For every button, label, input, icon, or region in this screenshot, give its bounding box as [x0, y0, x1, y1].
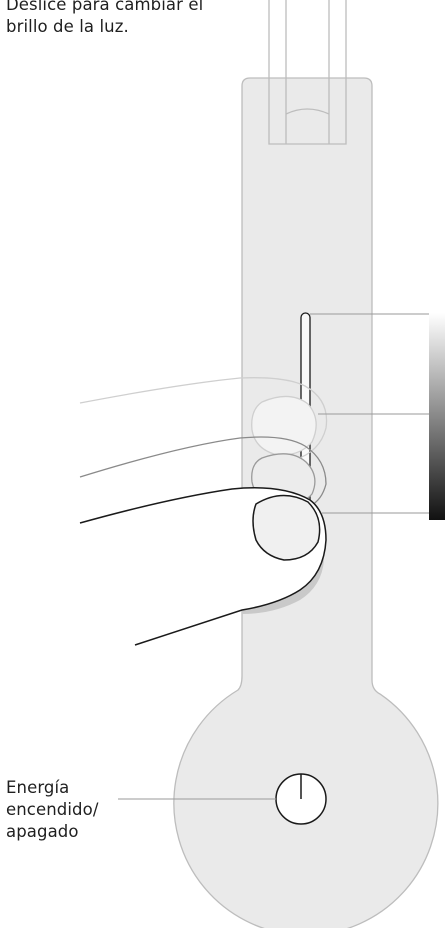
finger-icon: [79, 487, 327, 646]
slide-instruction-label: Deslice para cambiar el brillo de la luz…: [6, 0, 204, 36]
lamp-mount: [268, 0, 347, 145]
brightness-leader-lines: [310, 313, 429, 514]
power-button[interactable]: [275, 773, 327, 825]
finger-ghost-top: [79, 377, 328, 461]
finger-shadow: [242, 520, 324, 614]
power-toggle-label: Energía encendido/ apagado: [6, 778, 99, 841]
brightness-scale-bar: [429, 313, 445, 520]
